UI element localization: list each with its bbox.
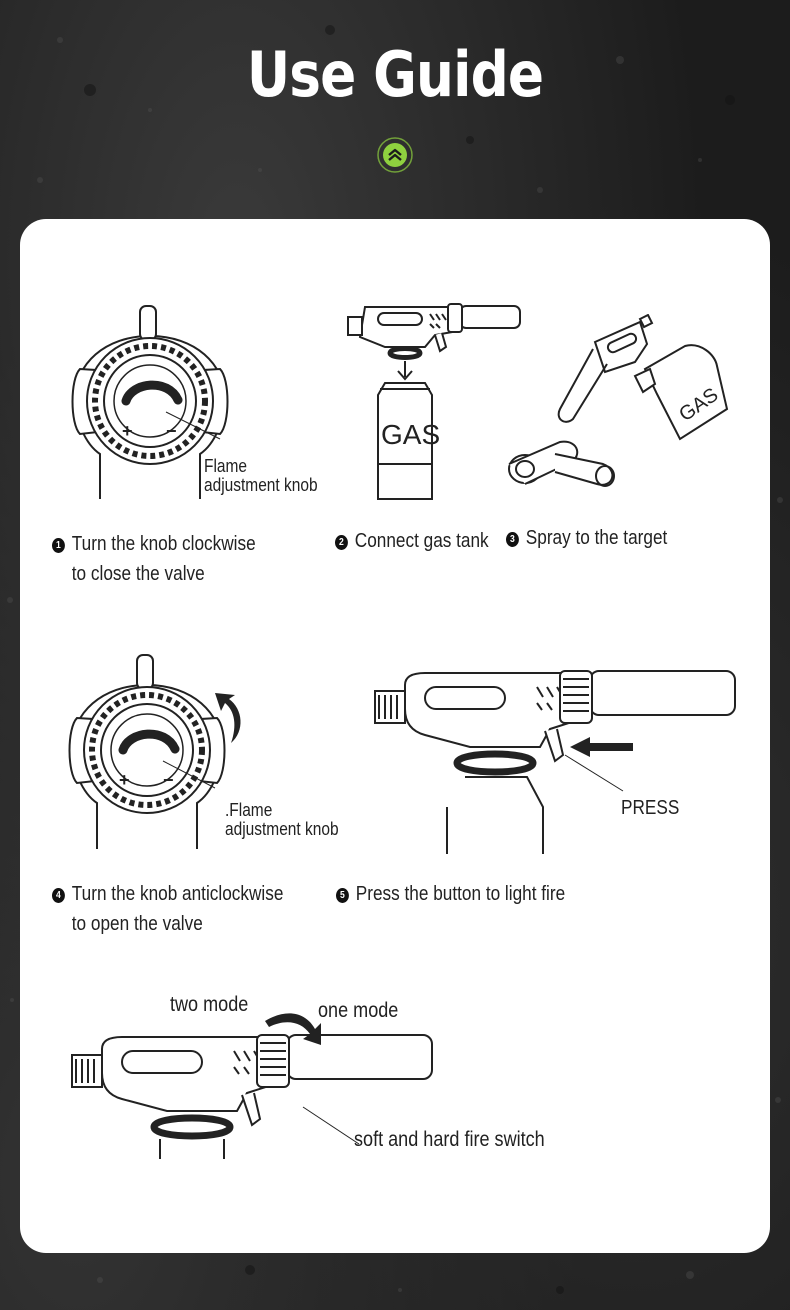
mode-switch-illustration <box>71 1013 433 1159</box>
page-title: Use Guide <box>246 38 544 111</box>
svg-text:−: − <box>163 770 174 790</box>
knob-open-illustration: + − <box>68 654 241 849</box>
flame-knob-callout-4: .Flame adjustment knob <box>225 800 339 839</box>
chevrons-up-icon <box>377 137 413 173</box>
press-button-illustration <box>374 670 736 854</box>
svg-text:+: + <box>122 421 133 441</box>
connect-gas-illustration: GAS <box>347 303 521 500</box>
gas-can-label: GAS <box>381 419 440 450</box>
one-mode-callout: one mode <box>318 999 399 1022</box>
flame-knob-callout-1: Flame adjustment knob <box>204 456 318 495</box>
two-mode-callout: two mode <box>170 993 249 1016</box>
press-callout: PRESS <box>621 797 680 819</box>
spray-target-illustration: GAS <box>508 314 729 487</box>
svg-text:+: + <box>119 770 130 790</box>
guide-card: + − Flame adjustment knob GAS <box>20 219 770 1253</box>
svg-text:−: − <box>166 421 177 441</box>
fire-switch-callout: soft and hard fire switch <box>354 1128 545 1151</box>
knob-close-illustration: + − <box>71 305 229 499</box>
